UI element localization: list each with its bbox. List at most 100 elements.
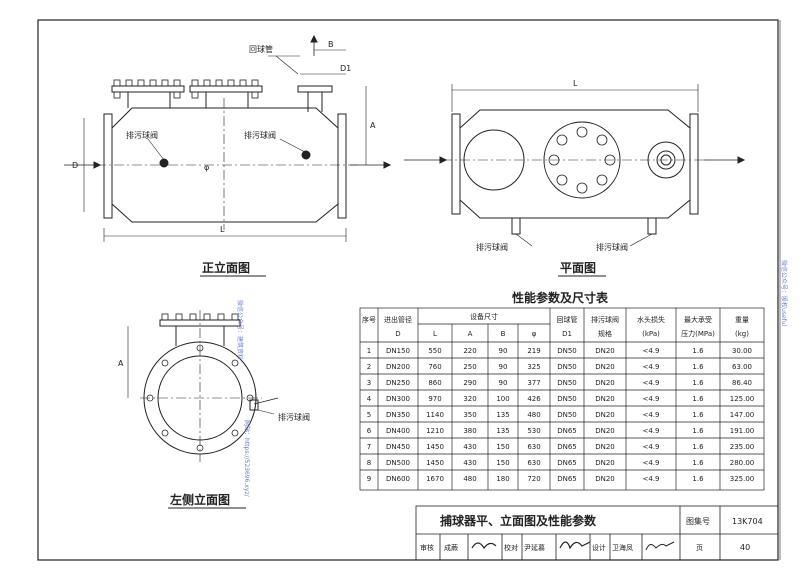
front-drain-label-right: 排污球阀 — [244, 130, 276, 140]
front-drain-valve-left — [159, 158, 169, 168]
front-view-title: 正立面图 — [202, 260, 250, 275]
review-name: 成蕨 — [444, 543, 458, 552]
table-cell: <4.9 — [643, 395, 660, 403]
hdr-press: 最大承受 — [684, 315, 712, 324]
table-cell: DN350 — [386, 411, 410, 419]
table-cell: DN20 — [595, 411, 615, 419]
table-cell: 1.6 — [692, 459, 704, 467]
table-cell: 90 — [499, 363, 508, 371]
hdr-size-a: A — [468, 330, 473, 338]
table-cell: 1.6 — [692, 395, 704, 403]
hdr-weight-sub: (kg) — [735, 330, 749, 338]
table-cell: 180 — [496, 475, 509, 483]
side-elevation-view — [127, 310, 279, 462]
front-dim-d-label: D — [72, 161, 78, 170]
hdr-size-phi: φ — [532, 330, 537, 338]
table-cell: 280.00 — [730, 459, 755, 467]
plan-drain-valve-left — [511, 217, 521, 235]
atlas-no: 13K704 — [732, 517, 763, 526]
plan-lid-center — [543, 121, 621, 199]
table-cell: 219 — [527, 347, 540, 355]
table-cell: <4.9 — [643, 347, 660, 355]
table-cell: <4.9 — [643, 363, 660, 371]
check-signature — [559, 541, 591, 550]
table-cell: 147.00 — [730, 411, 755, 419]
table-cell: 6 — [367, 427, 372, 435]
table-cell: 325 — [527, 363, 540, 371]
return-pipe-label: 回球管 — [249, 44, 273, 54]
page-no: 40 — [740, 543, 750, 552]
table-cell: <4.9 — [643, 475, 660, 483]
table-cell: 4 — [367, 395, 372, 403]
table-cell: DN20 — [595, 459, 615, 467]
table-cell: 7 — [367, 443, 371, 451]
hdr-inlet-sub: D — [395, 330, 400, 338]
plan-left-flange — [451, 113, 461, 215]
page-label: 页 — [696, 544, 703, 552]
atlas-label: 图集号 — [686, 516, 710, 526]
table-cell: 135 — [496, 411, 509, 419]
table-cell: 8 — [367, 459, 371, 467]
plan-right-flange — [689, 113, 699, 215]
table-cell: 480 — [463, 475, 476, 483]
table-cell: 1.6 — [692, 443, 704, 451]
table-cell: DN450 — [386, 443, 410, 451]
table-cell: DN600 — [386, 475, 410, 483]
table-cell: 720 — [527, 475, 540, 483]
table-cell: 860 — [428, 379, 441, 387]
table-cell: 235.00 — [730, 443, 755, 451]
title-block — [415, 505, 779, 561]
table-cell: DN65 — [557, 427, 577, 435]
side-drain-valve — [249, 399, 259, 411]
table-cell: 191.00 — [730, 427, 755, 435]
table-cell: DN50 — [557, 395, 577, 403]
table-cell: DN65 — [557, 459, 577, 467]
table-cell: DN50 — [557, 411, 577, 419]
table-cell: DN50 — [557, 347, 577, 355]
hdr-size: 设备尺寸 — [470, 312, 498, 321]
side-dim-a-label: A — [118, 359, 124, 368]
table-cell: <4.9 — [643, 411, 660, 419]
table-cell: <4.9 — [643, 443, 660, 451]
table-cell: 5 — [367, 411, 371, 419]
table-cell: 125.00 — [730, 395, 755, 403]
table-cell: 150 — [496, 443, 509, 451]
table-cell: 1 — [367, 347, 371, 355]
table-cell: <4.9 — [643, 379, 660, 387]
table-cell: 430 — [463, 459, 476, 467]
front-elevation-view — [64, 34, 392, 242]
hdr-seq: 序号 — [362, 315, 376, 324]
hdr-head-sub: (kPa) — [642, 330, 660, 338]
table-cell: 1450 — [426, 443, 444, 451]
table-cell: 377 — [527, 379, 540, 387]
table-cell: 250 — [463, 363, 476, 371]
table-cell: 970 — [428, 395, 441, 403]
table-cell: 90 — [499, 347, 508, 355]
drawing-title: 捕球器平、立面图及性能参数 — [440, 513, 597, 528]
plan-drain-label-left: 排污球阀 — [476, 242, 508, 252]
plan-body — [459, 109, 691, 219]
front-lid-left — [111, 85, 185, 93]
table-cell: 63.00 — [732, 363, 752, 371]
side-view-title: 左侧立面图 — [169, 492, 230, 507]
table-cell: DN65 — [557, 475, 577, 483]
table-cell: 630 — [527, 459, 540, 467]
table-cell: 3 — [367, 379, 371, 387]
table-cell: 86.40 — [732, 379, 752, 387]
table-cell: 220 — [463, 347, 476, 355]
hdr-size-l: L — [433, 330, 437, 338]
table-cell: 1.6 — [692, 475, 704, 483]
review-signature — [471, 542, 497, 550]
table-cell: 100 — [496, 395, 509, 403]
hdr-head: 水头损失 — [637, 315, 665, 324]
hdr-weight: 重量 — [735, 316, 749, 324]
dim-b-label: B — [328, 40, 334, 49]
table-cell: 350 — [463, 411, 476, 419]
side-drain-label: 排污球阀 — [278, 412, 310, 422]
plan-dim-l-label: L — [573, 79, 578, 88]
